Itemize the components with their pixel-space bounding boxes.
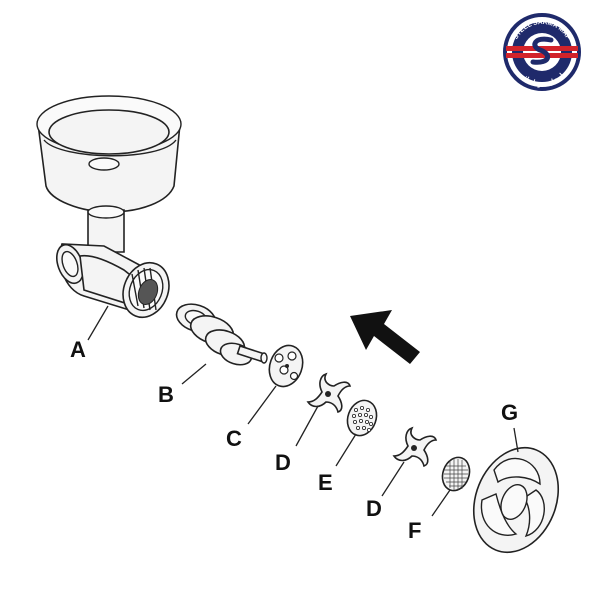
part-d-cross-blade-2 <box>381 426 438 497</box>
leader-line-c <box>247 385 277 425</box>
leader-line-e <box>335 433 357 467</box>
leader-line-b <box>181 363 207 385</box>
part-d-cross-blade-1 <box>295 372 352 447</box>
label-b: B <box>158 382 174 407</box>
leader-line-f <box>431 489 451 517</box>
label-a: A <box>70 337 86 362</box>
direction-arrow-icon <box>350 310 420 364</box>
leader-line-g <box>513 427 519 453</box>
part-a-grinder-body <box>36 95 182 341</box>
label-c: C <box>226 426 242 451</box>
label-d-1: D <box>275 450 291 475</box>
label-f: F <box>408 518 421 543</box>
leader-line-d1 <box>295 405 319 447</box>
label-e: E <box>318 470 333 495</box>
part-b-auger <box>175 303 268 385</box>
leader-line-a <box>87 305 109 341</box>
part-g-locking-ring <box>472 427 560 554</box>
brand-logo: STEEL SARMA MAF استیل سرما ماف <box>503 13 581 91</box>
label-d-2: D <box>366 496 382 521</box>
part-e-fine-plate <box>335 399 378 467</box>
leader-line-d2 <box>381 461 405 497</box>
label-g: G <box>501 400 518 425</box>
part-f-finest-plate <box>431 456 471 517</box>
part-c-coarse-plate <box>247 344 304 425</box>
